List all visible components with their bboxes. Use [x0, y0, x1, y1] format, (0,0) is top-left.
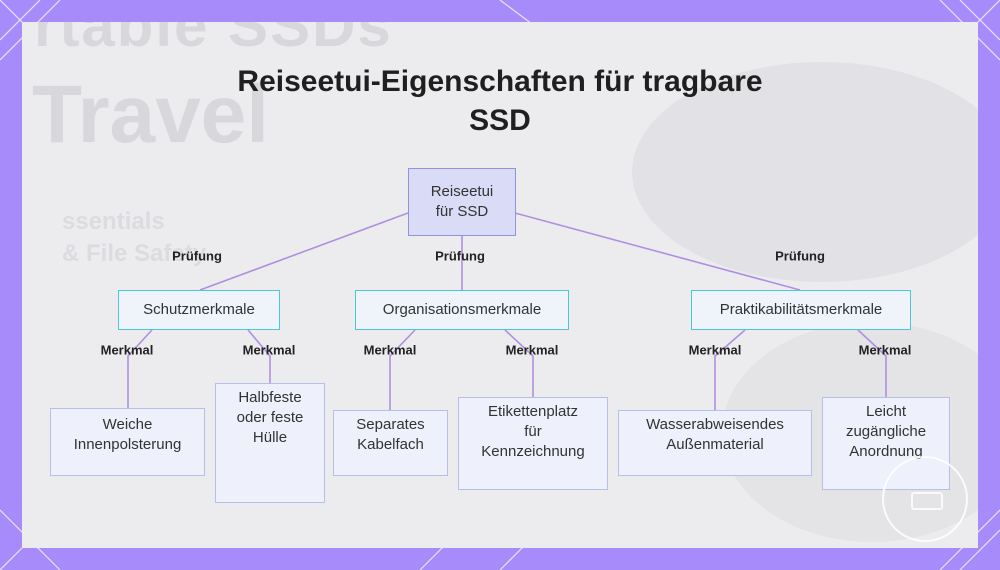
category-organisationsmerkmale: Organisationsmerkmale: [355, 290, 569, 330]
background-text-2: Travel: [32, 69, 270, 160]
leaf-label: Wasserabweisendes Außenmaterial: [646, 416, 784, 453]
edge-label-pruefung-1: Prüfung: [172, 248, 222, 264]
root-label: Reiseetui für SSD: [430, 183, 494, 220]
edge-label-merkmal-2: Merkmal: [242, 342, 296, 358]
leaf-label: Etikettenplatz für Kennzeichnung: [481, 403, 585, 460]
leaf-weiche-innenpolsterung: Weiche Innenpolsterung: [50, 408, 205, 476]
background-blob: [632, 62, 978, 282]
leaf-halbfeste-oder-feste-huelle: Halbfeste oder feste Hülle: [215, 383, 325, 503]
edge-label-merkmal-3: Merkmal: [363, 342, 417, 358]
background-text-1: rtable SSDs: [34, 22, 393, 59]
edge-label-pruefung-2: Prüfung: [435, 248, 485, 264]
edge-label-pruefung-3: Prüfung: [775, 248, 825, 264]
leaf-label: Leicht zugängliche Anordnung: [845, 403, 927, 460]
edge-label-merkmal-4: Merkmal: [505, 342, 559, 358]
ssd-icon: [911, 492, 943, 510]
background-text-3: ssentials: [62, 208, 165, 235]
leaf-etikettenplatz: Etikettenplatz für Kennzeichnung: [458, 397, 608, 490]
leaf-label: Separates Kabelfach: [356, 416, 425, 453]
leaf-separates-kabelfach: Separates Kabelfach: [333, 410, 448, 476]
category-schutzmerkmale: Schutzmerkmale: [118, 290, 280, 330]
edge-label-merkmal-1: Merkmal: [100, 342, 154, 358]
root-node: Reiseetui für SSD: [408, 168, 516, 236]
category-praktikabilitaetsmerkmale: Praktikabilitätsmerkmale: [691, 290, 911, 330]
background-text-4: & File Safety: [62, 240, 207, 267]
watermark-badge: [882, 456, 968, 542]
edge-label-merkmal-5: Merkmal: [688, 342, 742, 358]
leaf-label: Weiche Innenpolsterung: [73, 416, 182, 453]
leaf-wasserabweisendes-aussenmaterial: Wasserabweisendes Außenmaterial: [618, 410, 812, 476]
edge-label-merkmal-6: Merkmal: [858, 342, 912, 358]
leaf-label: Halbfeste oder feste Hülle: [236, 389, 304, 446]
